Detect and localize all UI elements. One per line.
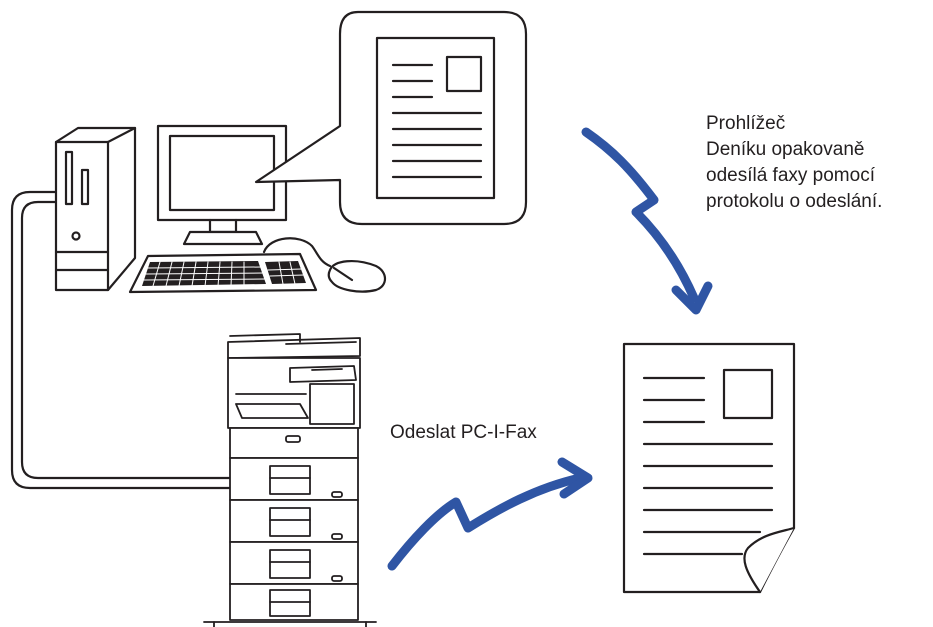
resend-arrow [581, 127, 713, 315]
send-pc-ifax-label: Odeslat PC-I-Fax [390, 422, 537, 443]
logbook-resend-note: Prohlížeč Deníku opakovaně odesílá faxy … [706, 111, 933, 215]
document-icon [375, 36, 496, 200]
logbook-note-line: odesílá faxy pomocí [706, 165, 875, 186]
mouse-icon [262, 237, 387, 293]
fax-document-icon [622, 342, 796, 594]
network-cable [10, 190, 238, 490]
logbook-note-line: Deníku opakovaně [706, 139, 865, 160]
multifunction-printer-icon [203, 333, 377, 627]
logbook-note-line: protokolu o odeslání. [706, 191, 883, 212]
send-arrow [387, 457, 593, 571]
pc-tower-icon [54, 126, 137, 292]
keyboard-icon [128, 252, 318, 294]
logbook-note-line: Prohlížeč [706, 113, 786, 134]
monitor-icon [156, 124, 288, 246]
